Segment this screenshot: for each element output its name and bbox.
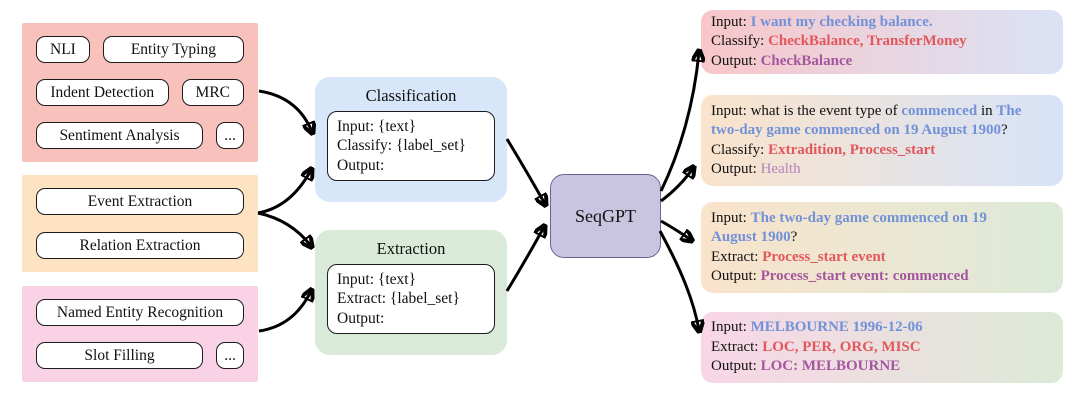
text-segment: Output:: [711, 358, 761, 375]
text-segment: Input:: [711, 319, 751, 336]
example-line: Input: The two-day game commenced on 19: [711, 209, 1053, 229]
task-row: Event Extraction: [36, 188, 244, 215]
task-pill: Relation Extraction: [36, 232, 244, 259]
example-line: two-day game commenced on 19 August 1900…: [711, 121, 1053, 141]
arrow-extraction-to-seqgpt: [505, 227, 544, 292]
text-segment: two-day game commenced on 19 August 1900: [711, 122, 1001, 138]
text-segment: Input:: [711, 209, 751, 226]
extraction-panel: Extraction Input: {text} Extract: {label_…: [315, 230, 507, 355]
text-segment: Output:: [711, 161, 761, 177]
seqgpt-model-label: SeqGPT: [574, 205, 636, 226]
text-segment: CheckBalance: [760, 52, 853, 69]
arrow-seqgpt-to-example-4: [658, 230, 699, 330]
prompt-line: Classify: {label_set}: [337, 137, 466, 155]
example-line: August 1900?: [711, 228, 1053, 248]
task-pill: Entity Typing: [102, 36, 244, 63]
text-segment: Process_start event: [762, 248, 886, 265]
arrow-seqgpt-to-example-1: [659, 52, 699, 192]
text-segment: Input: what is the event type of: [711, 102, 902, 119]
text-segment: Process_start event: commenced: [760, 268, 969, 284]
task-row: Sentiment Analysis...: [36, 122, 244, 149]
task-row: NLI Entity Typing: [36, 36, 244, 63]
task-row: Slot Filling...: [36, 342, 244, 369]
text-segment: Extract:: [711, 248, 763, 265]
example-card-event-classify: Input: what is the event type of commenc…: [701, 95, 1063, 186]
text-segment: Health: [760, 161, 801, 177]
example-line: Classify: CheckBalance, TransferMoney: [711, 32, 1053, 52]
arrow-seqgpt-to-example-3: [660, 219, 691, 240]
task-pill: NLI: [36, 36, 90, 63]
prompt-line: Output:: [337, 156, 385, 174]
example-line: Output: Health: [711, 160, 1053, 180]
prompt-line: Output:: [337, 309, 385, 327]
text-segment: The: [996, 102, 1022, 119]
task-pill: ...: [216, 122, 244, 149]
text-segment: in: [977, 102, 997, 119]
text-segment: I want my checking balance.: [750, 13, 933, 30]
prompt-line: Extract: {label_set}: [337, 290, 460, 308]
task-row: Named Entity Recognition: [36, 299, 244, 326]
arrow-seqgpt-to-example-2: [660, 168, 693, 203]
text-segment: LOC: MELBOURNE: [760, 358, 901, 375]
prompt-line: Input: {text}: [337, 270, 417, 288]
text-segment: commenced: [901, 102, 978, 119]
extraction-panel-title: Extraction: [376, 239, 446, 258]
text-segment: Extract:: [711, 338, 763, 355]
text-segment: MELBOURNE 1996-12-06: [750, 319, 923, 336]
example-card-checkbalance: Input: I want my checking balance.Classi…: [701, 10, 1063, 74]
text-segment: The two-day game commenced on 19: [750, 209, 987, 226]
example-line: Input: I want my checking balance.: [711, 13, 1053, 33]
arrow-red-group-to-classification: [258, 89, 312, 132]
text-segment: Extradition, Process_start: [768, 141, 936, 158]
task-pill: ...: [216, 342, 244, 369]
prompt-line: Input: {text}: [337, 117, 417, 135]
task-pill: Event Extraction: [36, 188, 244, 215]
task-pill: Sentiment Analysis: [36, 122, 203, 149]
arrow-pink-group-to-extraction: [258, 291, 311, 333]
text-segment: CheckBalance, TransferMoney: [768, 33, 967, 50]
extraction-prompt-box: Input: {text} Extract: {label_set}Output:: [327, 264, 495, 334]
text-segment: Output:: [711, 52, 761, 69]
arrow-classification-to-seqgpt: [505, 138, 545, 204]
text-segment: Input:: [711, 13, 751, 30]
example-line: Extract: Process_start event: [711, 248, 1053, 268]
text-segment: Classify:: [711, 33, 769, 50]
example-line: Extract: LOC, PER, ORG, MISC: [711, 338, 1053, 358]
text-segment: ?: [790, 229, 798, 245]
text-segment: Output:: [711, 268, 761, 284]
seqgpt-model-box: SeqGPT: [550, 174, 661, 258]
text-segment: August 1900: [711, 229, 791, 245]
example-line: Classify: Extradition, Process_start: [711, 141, 1053, 161]
example-line: Input: what is the event type of commenc…: [711, 102, 1053, 122]
task-row: Relation Extraction: [36, 232, 244, 259]
classification-panel: Classification Input: {text} Classify: {l…: [315, 77, 507, 202]
example-line: Input: MELBOURNE 1996-12-06: [711, 318, 1053, 338]
example-line: Output: Process_start event: commenced: [711, 267, 1053, 287]
task-row: Indent Detection MRC: [36, 79, 244, 106]
arrow-orange-group-to-classification: [257, 170, 311, 215]
example-line: Output: LOC: MELBOURNE: [711, 357, 1053, 377]
task-pill: Slot Filling: [36, 342, 203, 369]
example-line: Output: CheckBalance: [711, 52, 1053, 72]
text-segment: ?: [1001, 122, 1008, 138]
task-pill: Named Entity Recognition: [36, 299, 244, 326]
task-pill: Indent Detection: [36, 79, 169, 106]
classification-panel-title: Classification: [365, 86, 457, 105]
text-segment: LOC, PER, ORG, MISC: [762, 338, 921, 355]
arrow-orange-group-to-extraction: [257, 211, 311, 246]
classification-prompt-box: Input: {text} Classify: {label_set}Output…: [327, 111, 495, 181]
task-pill: MRC: [181, 79, 244, 106]
text-segment: Classify:: [711, 141, 769, 158]
